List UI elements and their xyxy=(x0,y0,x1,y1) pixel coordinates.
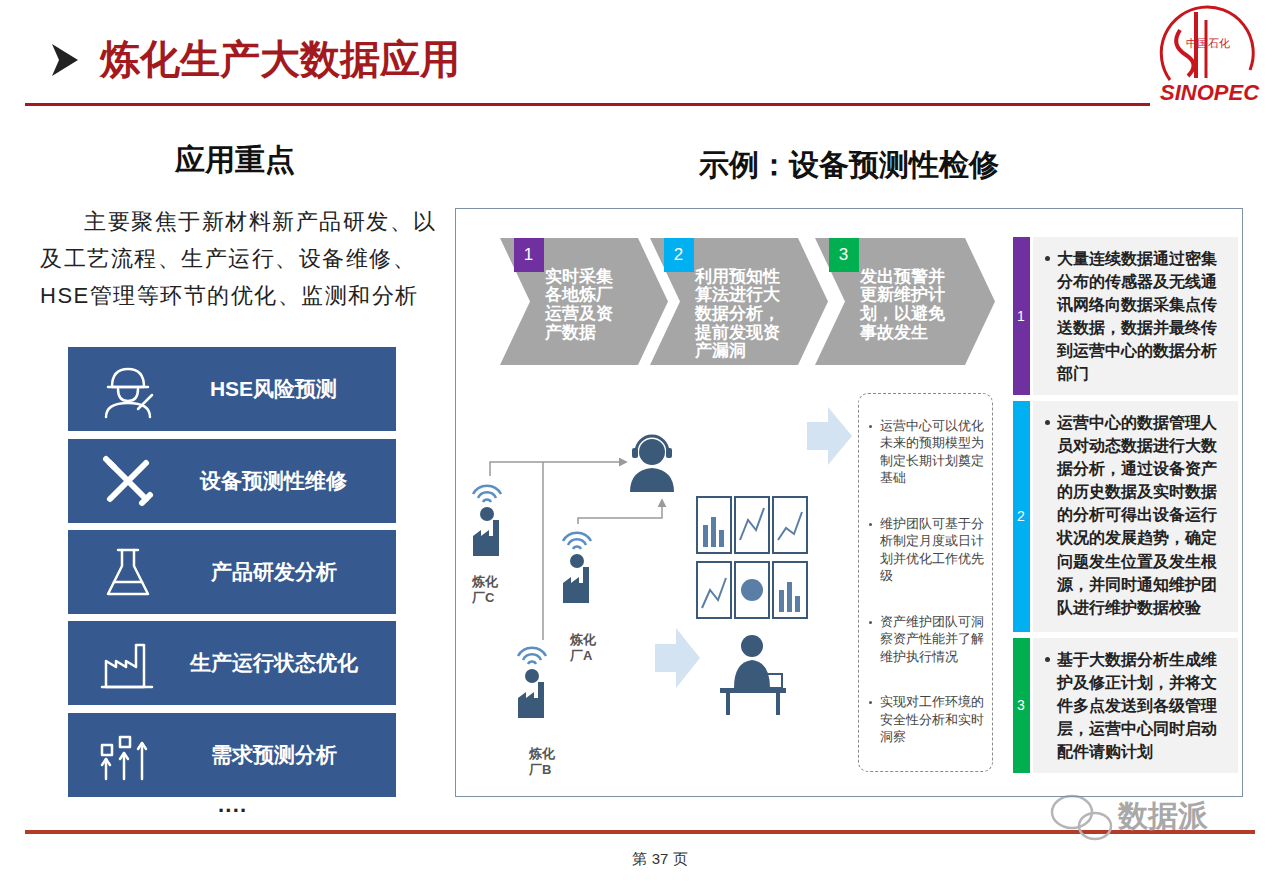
step-number: 1 xyxy=(524,245,533,265)
step-number: 2 xyxy=(1017,508,1025,524)
bullet xyxy=(869,701,872,704)
focus-box: 需求预测分析 xyxy=(68,713,396,797)
factory-icon xyxy=(518,648,546,718)
page-number: 第 37 页 xyxy=(580,850,740,869)
focus-item: 设备预测性维修 xyxy=(200,467,347,495)
step-number: 2 xyxy=(674,245,683,265)
monitor-wall xyxy=(697,497,807,618)
focus-item: 生产运行状态优化 xyxy=(190,649,358,677)
example-heading: 示例：设备预测性检修 xyxy=(456,145,1242,186)
note-box: 运营中心可以优化未来的预期模型为制定长期计划奠定基础维护团队可基于分析制定月度或… xyxy=(858,393,993,772)
focus-box: HSE风险预测 xyxy=(68,347,396,431)
benefit-note: 维护团队可基于分析制定月度或日计划并优化工作优先级 xyxy=(880,516,986,586)
step-detail: 运营中心的数据管理人员对动态数据进行大数据分析，通过设备资产的历史数据及实时数据… xyxy=(1057,411,1232,620)
focus-item: 需求预测分析 xyxy=(211,741,337,769)
bullet xyxy=(869,425,872,428)
factory-icon xyxy=(473,486,501,556)
process-chevron: 3 发出预警并更新维护计划，以避免事故发生 xyxy=(815,238,995,365)
logo-text: 中国石化 xyxy=(1186,36,1230,51)
focus-box: 生产运行状态优化 xyxy=(68,621,396,705)
logo xyxy=(1161,7,1253,80)
bullet xyxy=(1045,420,1050,425)
focus-box: 设备预测性维修 xyxy=(68,439,396,523)
process-chevron: 2 利用预知性算法进行大数据分析，提前发现资产漏洞 xyxy=(650,238,828,365)
step-panel: 2 运营中心的数据管理人员对动态数据进行大数据分析，通过设备资产的历史数据及实时数… xyxy=(1013,401,1238,632)
benefit-note: 实现对工作环境的安全性分析和实时洞察 xyxy=(880,694,986,747)
step-panel: 3 基于大数据分析生成维护及修正计划，并将文件多点发送到各级管理层，运营中心同时启… xyxy=(1013,638,1238,773)
step-text: 发出预警并更新维护计划，以避免事故发生 xyxy=(860,268,950,343)
benefit-note: 资产维护团队可洞察资产性能并了解维护执行情况 xyxy=(880,614,986,667)
section-heading: 应用重点 xyxy=(140,140,330,181)
page-title: 炼化生产大数据应用 xyxy=(100,32,460,87)
operator-icon xyxy=(630,436,674,492)
section-text: 主要聚焦于新材料新产品研发、以及工艺流程、生产运行、设备维修、HSE管理等环节的… xyxy=(40,203,444,314)
benefit-note: 运营中心可以优化未来的预期模型为制定长期计划奠定基础 xyxy=(880,418,986,488)
bullet xyxy=(1045,657,1050,662)
bullet xyxy=(869,621,872,624)
box-icon xyxy=(98,725,158,785)
watermark: 数据派 xyxy=(1118,796,1208,837)
step-text: 实时采集各地炼厂运营及资产数据 xyxy=(545,268,617,343)
focus-item: 产品研发分析 xyxy=(211,558,337,586)
factory-icon xyxy=(563,533,591,603)
plant-name: 炼化厂B xyxy=(529,746,559,778)
plant-name: 炼化厂C xyxy=(472,574,502,606)
logo-wordmark: SINOPEC xyxy=(1160,80,1259,106)
ellipsis: ···· xyxy=(218,798,247,824)
bullet xyxy=(869,523,872,526)
step-detail: 大量连续数据通过密集分布的传感器及无线通讯网络向数据采集点传送数据，数据并最终传… xyxy=(1057,247,1232,386)
process-chevron: 1 实时采集各地炼厂运营及资产数据 xyxy=(500,238,668,365)
focus-box: 产品研发分析 xyxy=(68,530,396,614)
title-arrow xyxy=(52,44,78,76)
watermark-icon xyxy=(1052,796,1111,839)
box-icon xyxy=(98,359,158,419)
focus-item: HSE风险预测 xyxy=(210,375,337,403)
step-number: 3 xyxy=(1017,697,1025,713)
step-text: 利用预知性算法进行大数据分析，提前发现资产漏洞 xyxy=(695,268,785,361)
footer-rule xyxy=(25,830,1255,834)
step-panel: 1 大量连续数据通过密集分布的传感器及无线通讯网络向数据采集点传送数据，数据并最终… xyxy=(1013,237,1238,395)
flow-arrow xyxy=(807,407,852,465)
step-detail: 基于大数据分析生成维护及修正计划，并将文件多点发送到各级管理层，运营中心同时启动… xyxy=(1057,648,1232,764)
example-panel: 示例：设备预测性检修1实时采集各地炼厂运营及资产数据2利用预知性算法进行大数据分… xyxy=(455,208,1243,797)
plant-name: 炼化厂A xyxy=(570,632,600,664)
box-icon xyxy=(98,451,158,511)
flow-arrow xyxy=(655,628,700,688)
bullet xyxy=(1045,256,1050,261)
step-number: 1 xyxy=(1017,308,1025,324)
box-icon xyxy=(98,633,158,693)
analyst-icon xyxy=(720,635,786,715)
box-icon xyxy=(98,542,158,602)
title-rule xyxy=(25,103,1150,106)
step-number: 3 xyxy=(839,245,848,265)
